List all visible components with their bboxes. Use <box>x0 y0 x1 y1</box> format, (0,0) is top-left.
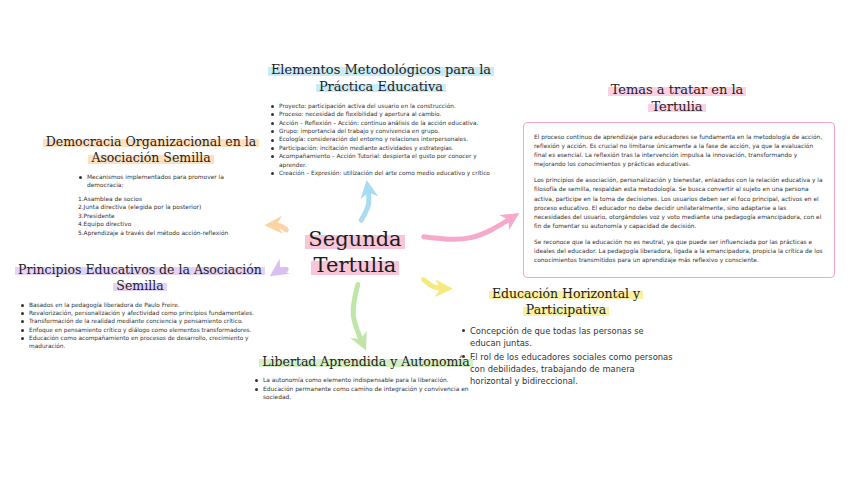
topic-body: Concepción de que todas las personas se … <box>455 325 677 388</box>
topic-heading: Libertad Aprendida y Autonomía <box>259 354 473 369</box>
topic-heading: Educación Horizontal y Participativa <box>489 286 643 317</box>
note-paragraph: Se reconoce que la educación no es neutr… <box>534 238 824 265</box>
topic-heading-wrap: Segunda Tertulia <box>292 226 418 279</box>
branch-arrow <box>424 280 446 289</box>
bullet-item: Participación: incitación mediante activ… <box>270 144 500 152</box>
topic-branch: Elementos Metodológicos para la Práctica… <box>262 62 500 177</box>
note-paragraph: Los principios de asociación, personaliz… <box>534 176 824 231</box>
bullet-item: Educación permanente como camino de inte… <box>254 385 480 402</box>
topic-heading: Segunda Tertulia <box>305 227 404 277</box>
bullet-item: Basados en la pedagogía liberadora de Pa… <box>20 301 266 309</box>
bullet-item: Ecología: consideración del entorno y re… <box>270 135 500 143</box>
bullet-item: Concepción de que todas las personas se … <box>461 325 677 349</box>
bullet-item: Proceso: necesidad de flexibilidad y ape… <box>270 110 500 118</box>
branch-arrow <box>276 269 286 272</box>
topic-heading-wrap: Elementos Metodológicos para la Práctica… <box>262 62 500 96</box>
topic-branch: Libertad Aprendida y Autonomía La autonom… <box>252 354 480 402</box>
bullet-item: Transformación de la realidad mediante c… <box>20 317 266 325</box>
numbered-item: 5.Aprendizaje a través del método acción… <box>78 229 262 238</box>
branch-arrow <box>361 187 369 220</box>
numbered-item: 3.Presidente <box>78 212 262 221</box>
topic-branch: Democracia Organizacional en la Asociaci… <box>40 134 262 237</box>
numbered-item: 4.Equipo directivo <box>78 220 262 229</box>
branch-arrow <box>272 225 287 230</box>
branch-arrow <box>424 217 513 239</box>
bullet-item: Grupo: importancia del trabajo y convive… <box>270 127 500 135</box>
bullet-item: Acompañamiento – Acción Tutorial: despie… <box>270 152 500 169</box>
branch-arrow <box>353 284 363 344</box>
topic-heading: Elementos Metodológicos para la Práctica… <box>268 62 494 94</box>
bullet-item: Mecanismos implementados para promover l… <box>78 173 262 190</box>
notes-box: El proceso continuo de aprendizaje para … <box>523 122 835 278</box>
bullet-item: El rol de los educadores sociales como p… <box>461 351 677 388</box>
topic-heading-wrap: Temas a tratar en la Tertulia <box>607 82 747 116</box>
topic-body: La autonomía como elemento indispensable… <box>252 376 480 402</box>
bullet-item: Educación como acompañamiento en proceso… <box>20 334 266 351</box>
note-paragraph: El proceso continuo de aprendizaje para … <box>534 133 824 170</box>
topic-branch: Temas a tratar en la Tertulia El proceso … <box>523 82 835 278</box>
topic-heading-wrap: Libertad Aprendida y Autonomía <box>252 354 480 370</box>
topic-branch: Educación Horizontal y ParticipativaConc… <box>455 286 677 387</box>
bullet-item: La autonomía como elemento indispensable… <box>254 376 480 385</box>
topic-heading: Principios Educativos de la Asociación S… <box>15 262 265 293</box>
numbered-item: 2.Junta directiva (elegida por la poster… <box>78 203 262 212</box>
central-topic: Segunda Tertulia <box>292 226 418 279</box>
topic-heading: Democracia Organizacional en la Asociaci… <box>43 134 259 165</box>
topic-body: Mecanismos implementados para promover l… <box>40 173 262 238</box>
numbered-item: 1.Asamblea de socios <box>78 195 262 204</box>
topic-branch: Principios Educativos de la Asociación S… <box>14 262 266 351</box>
topic-heading-wrap: Educación Horizontal y Participativa <box>455 286 677 319</box>
topic-heading-wrap: Democracia Organizacional en la Asociaci… <box>40 134 262 167</box>
topic-body: Basados en la pedagogía liberadora de Pa… <box>14 301 266 351</box>
bullet-item: Revalorización, personalización y afecti… <box>20 309 266 317</box>
bullet-item: Enfoque en pensamiento crítico y diálogo… <box>20 326 266 334</box>
topic-heading-wrap: Principios Educativos de la Asociación S… <box>14 262 266 295</box>
topic-body: Proyecto: participación activa del usuar… <box>262 102 500 178</box>
bullet-item: Creación – Expresión: utilización del ar… <box>270 169 500 177</box>
bullet-item: Acción – Reflexión – Acción: continuo an… <box>270 119 500 127</box>
bullet-item: Proyecto: participación activa del usuar… <box>270 102 500 110</box>
topic-heading: Temas a tratar en la Tertulia <box>608 82 747 114</box>
